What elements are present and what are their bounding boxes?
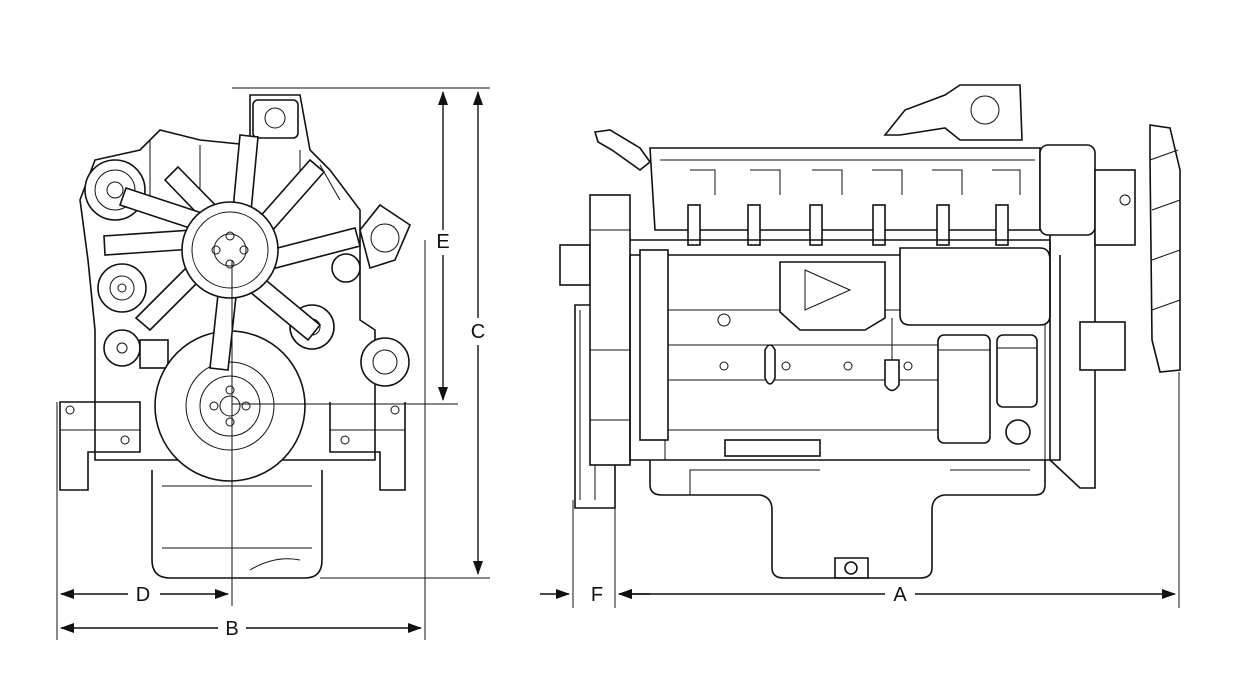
dimension-label-d: D	[136, 584, 150, 606]
dimension-label-a: A	[893, 584, 907, 606]
dimension-label-b: B	[225, 618, 238, 640]
dimension-label-c: C	[471, 321, 485, 343]
side-view	[559, 84, 1181, 579]
side-dimensions	[540, 372, 1180, 608]
dimension-label-e: E	[436, 231, 449, 253]
injectors	[687, 204, 1009, 246]
front-view	[59, 94, 458, 606]
front-dimensions	[56, 87, 490, 640]
dimension-label-f: F	[591, 584, 603, 606]
